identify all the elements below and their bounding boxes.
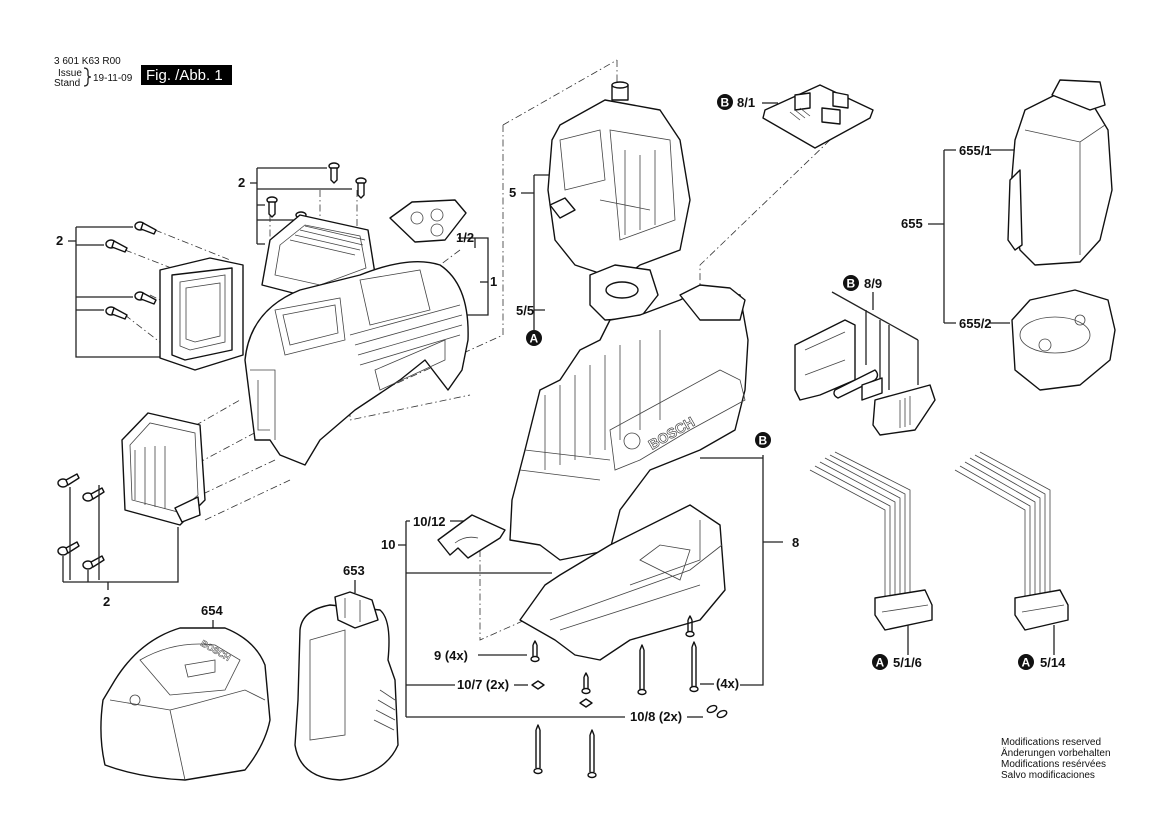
screw [637, 644, 647, 696]
cable-5-1-6: A 5/1/6 [809, 451, 933, 670]
brace-icon [83, 67, 92, 87]
main-housing: BOSCH 8 B [509, 284, 799, 686]
screw [105, 239, 128, 253]
note-es: Salvo modificaciones [1001, 770, 1095, 781]
badge-b-housing-text: B [759, 434, 768, 448]
screw [581, 672, 591, 695]
cover-plate: 1/2 1 [389, 199, 497, 316]
label-cable-b: 5/14 [1040, 655, 1066, 670]
note-en: Modifications reserved [1001, 737, 1101, 748]
screw [57, 541, 80, 556]
screw [57, 473, 80, 488]
screw [105, 306, 128, 320]
screw [82, 487, 105, 502]
stand-label: Stand [54, 78, 80, 89]
screw [134, 291, 157, 305]
holder-assembly: B 8/9 [794, 275, 936, 436]
label-pcb: 8/1 [737, 95, 755, 110]
screw [689, 641, 699, 693]
note-de: Änderungen vorbehalten [1001, 747, 1111, 759]
badge-a-cable2: A [1018, 654, 1034, 670]
badge-b-housing: B [755, 432, 771, 448]
badge-a-cable2-text: A [1022, 656, 1031, 670]
note-fr: Modifications resérvées [1001, 759, 1106, 770]
front-window-frame [121, 412, 206, 526]
screw [530, 640, 540, 663]
pcb-board: B 8/1 [717, 84, 874, 149]
top-cover [244, 261, 469, 466]
document-header: 3 601 K63 R00 Issue Stand 19-11-09 Fig. … [54, 56, 232, 89]
issue-date: 19-11-09 [93, 73, 133, 84]
badge-a-cable1-text: A [876, 656, 885, 670]
badge-a: A [526, 330, 542, 346]
label-cap-bottom: 655/2 [959, 316, 992, 331]
figure-label-box [141, 65, 232, 85]
label-cap-top: 655/1 [959, 143, 992, 158]
badge-a-cable1: A [872, 654, 888, 670]
label-screws-left: 2 [56, 233, 63, 248]
label-pad-a: 10/7 (2x) [457, 677, 509, 692]
screw-group-left: 2 [56, 221, 168, 358]
label-screws-top: 2 [238, 175, 245, 190]
base-assembly: 10 10/12 9 (4x) 10/7 (2x) 10/8 (2x) (4x) [381, 504, 739, 779]
screw [134, 221, 157, 235]
screw-group-bottom-left: 2 [57, 473, 179, 609]
label-cap-assembly: 655 [901, 216, 923, 231]
label-holder: 8/9 [864, 276, 882, 291]
charger: 654 BOSCH [100, 603, 271, 781]
badge-b-holder-text: B [847, 277, 856, 291]
label-clip: 10/12 [413, 514, 446, 529]
badge-b-text: B [721, 96, 730, 110]
label-laser-module: 5 [509, 185, 516, 200]
figure-label: Fig. /Abb. 1 [146, 67, 223, 84]
modifications-notes: Modifications reserved Änderungen vorbeh… [1001, 737, 1111, 781]
screw [587, 729, 597, 779]
label-base-screws: 9 (4x) [434, 648, 468, 663]
badge-b-holder: B [843, 275, 859, 291]
side-window-frame [159, 257, 244, 371]
screw [82, 555, 105, 570]
screw [266, 196, 278, 218]
label-laser-ring: 5/5 [516, 303, 534, 318]
screw [533, 724, 543, 775]
badge-a-text: A [530, 332, 539, 346]
screw [685, 615, 695, 638]
screw [355, 177, 367, 199]
battery-pack: 653 [294, 563, 399, 781]
label-housing: 8 [792, 535, 799, 550]
badge-b-pcb: B [717, 94, 733, 110]
label-cover-plate: 1/2 [456, 230, 474, 245]
label-base-assembly: 10 [381, 537, 395, 552]
issue-label: Issue [58, 68, 82, 79]
label-screws-bottom: 2 [103, 594, 110, 609]
label-battery: 653 [343, 563, 365, 578]
label-cable-a: 5/1/6 [893, 655, 922, 670]
label-cover: 1 [490, 274, 497, 289]
cable-5-14: A 5/14 [954, 451, 1069, 670]
document-number: 3 601 K63 R00 [54, 56, 121, 67]
screw [328, 162, 340, 184]
cap-assembly: 655 655/1 655/2 [901, 79, 1116, 391]
label-charger: 654 [201, 603, 223, 618]
label-long-screws: (4x) [716, 676, 739, 691]
laser-module: 5 5/5 A [509, 81, 691, 346]
label-pad-b: 10/8 (2x) [630, 709, 682, 724]
